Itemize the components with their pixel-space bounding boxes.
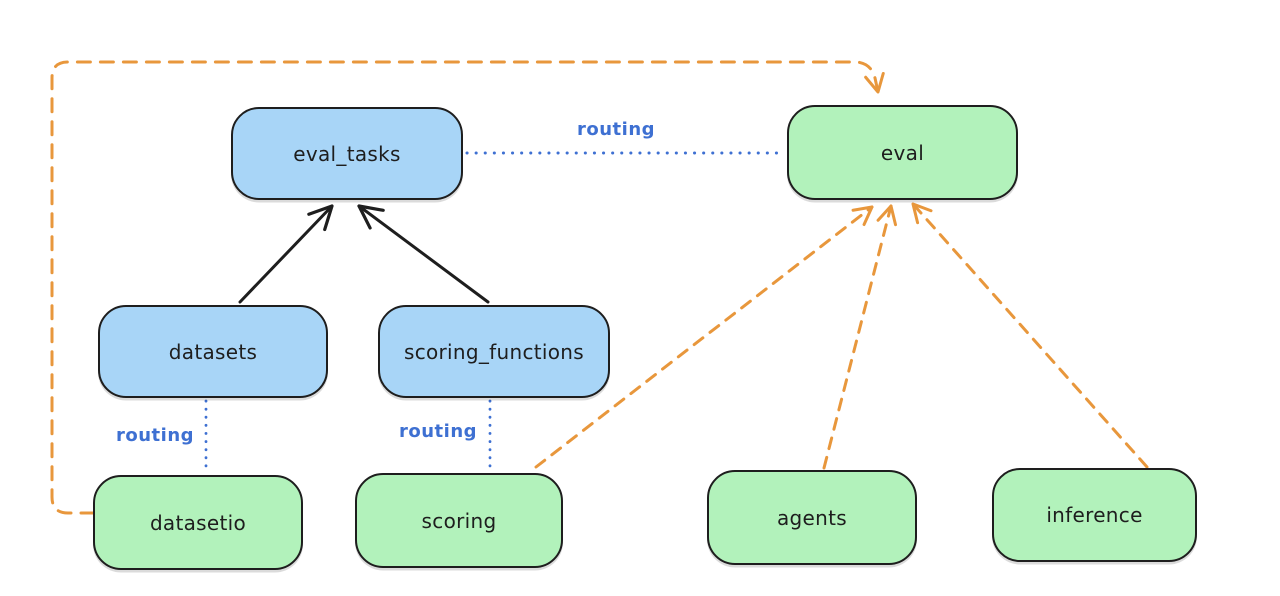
node-datasets: datasets [98, 305, 328, 398]
node-inference: inference [992, 468, 1197, 562]
edge-datasets-to-eval-tasks [238, 204, 334, 304]
node-datasets-label: datasets [168, 339, 258, 364]
edge-label-routing-eval-tasks-to-eval: routing [576, 119, 656, 140]
edge-label-routing-datasets-to-datasetio: routing [115, 425, 195, 446]
node-eval-tasks-label: eval_tasks [293, 141, 401, 166]
node-datasetio: datasetio [93, 475, 303, 570]
node-scoring-label: scoring [421, 508, 497, 533]
edge-scoring-to-eval [534, 205, 874, 469]
node-agents: agents [707, 470, 917, 565]
edge-label-routing-scoring-functions-to-scoring: routing [398, 421, 478, 442]
edge-agents-to-eval [822, 204, 898, 470]
node-scoring: scoring [355, 473, 563, 568]
node-inference-label: inference [1046, 503, 1143, 527]
node-eval: eval [787, 105, 1018, 200]
node-eval-tasks: eval_tasks [231, 107, 463, 200]
node-scoring-functions: scoring_functions [378, 305, 610, 398]
edge-inference-to-eval [911, 202, 1149, 469]
edge-scoring-functions-to-eval-tasks [357, 204, 490, 304]
node-datasetio-label: datasetio [149, 510, 247, 535]
node-eval-label: eval [880, 140, 925, 165]
node-scoring-functions-label: scoring_functions [403, 339, 585, 364]
node-agents-label: agents [777, 505, 847, 530]
edge-datasetio-to-eval-loop [50, 60, 885, 515]
